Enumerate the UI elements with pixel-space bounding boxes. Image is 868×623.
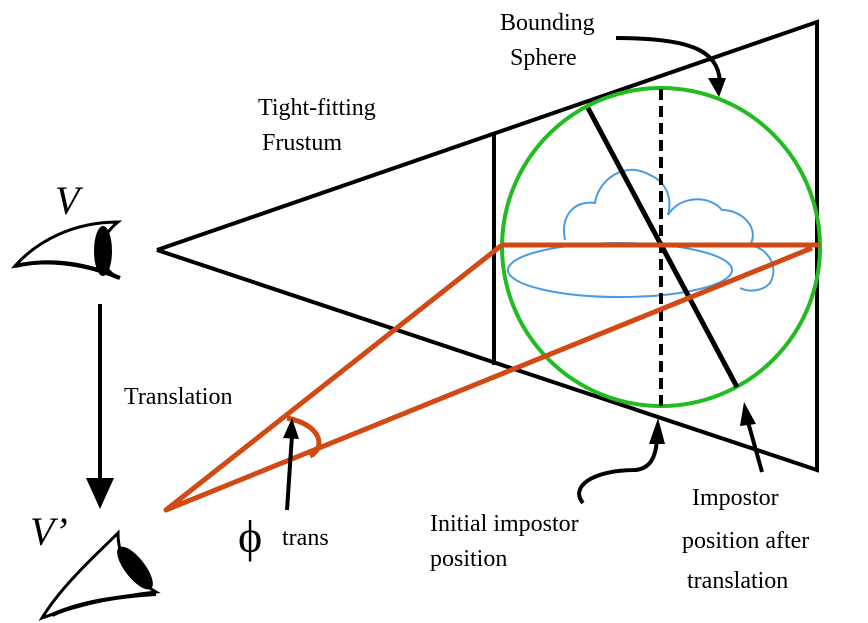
- bounding-sphere-arrowhead: [708, 78, 726, 97]
- eye-v-label: V: [55, 178, 84, 223]
- angle-arc: [286, 415, 322, 459]
- translation-arrowhead: [86, 478, 114, 509]
- initial-position-arrow: [577, 437, 659, 505]
- eye-original-icon: [10, 220, 123, 280]
- phi-subscript: trans: [282, 525, 329, 551]
- after-position-arrowhead: [740, 402, 756, 426]
- after-position-arrow: [746, 421, 764, 473]
- after-position-label-line3: translation: [687, 568, 788, 594]
- initial-position-label-line1: Initial impostor: [430, 511, 579, 537]
- frustum-label-line1: Tight-fitting: [258, 95, 376, 121]
- eye-translated-icon: [38, 529, 161, 621]
- cloud-left-puff: [563, 168, 671, 241]
- frustum-label-line2: Frustum: [262, 130, 342, 156]
- after-position-label-line2: position after: [682, 528, 809, 554]
- phi-symbol: ϕ: [238, 511, 262, 562]
- sight-lines: [163, 242, 820, 513]
- translation-label: Translation: [124, 384, 232, 410]
- cloud-base: [507, 242, 733, 298]
- bounding-sphere-label-line2: Sphere: [510, 45, 577, 71]
- eye-v-prime-label: V’: [30, 509, 68, 554]
- initial-position-arrowhead: [649, 418, 665, 444]
- after-position-label-line1: Impostor: [692, 485, 779, 511]
- translated-sightline: [163, 243, 813, 513]
- phi-arrow: [285, 434, 294, 511]
- phi-arrowhead: [283, 418, 299, 439]
- annotation-arrows: [86, 36, 764, 511]
- bounding-sphere-label-line1: Bounding: [500, 10, 595, 36]
- bounding-sphere-arrow: [615, 36, 722, 83]
- initial-position-label-line2: position: [430, 546, 507, 572]
